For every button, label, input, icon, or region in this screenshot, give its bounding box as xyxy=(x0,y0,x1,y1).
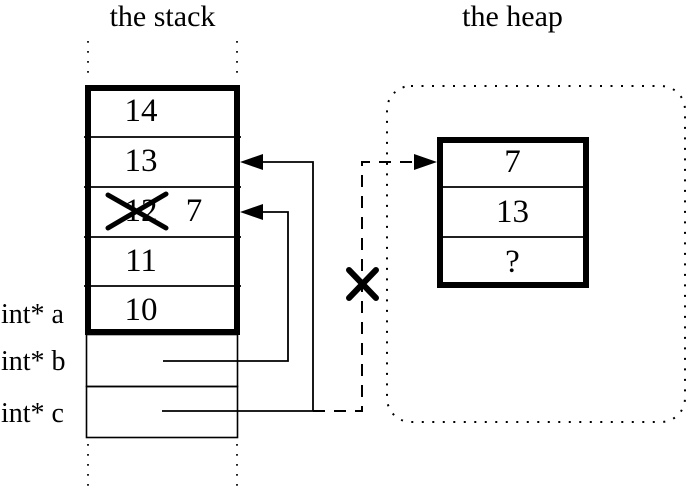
pointer-b-arrow xyxy=(163,204,289,362)
stack-cell-value: 13 xyxy=(124,143,158,179)
heap-cell-value: 7 xyxy=(504,144,521,180)
stack-column-dotted-guides xyxy=(87,41,238,488)
deleted-pointer-x-icon xyxy=(346,267,379,301)
dangling-pointer-dashed-arrow xyxy=(313,154,437,412)
arrowhead-left-icon xyxy=(240,204,263,220)
pointer-c-arrow xyxy=(162,154,314,412)
heap-cell-value: ? xyxy=(505,244,520,280)
stack-cell-dividers xyxy=(84,136,241,287)
heap-cell-dividers xyxy=(437,186,589,238)
stack-cell-replacement-value: 7 xyxy=(185,193,203,229)
arrowhead-right-icon xyxy=(414,154,437,170)
heap-region-dotted-border xyxy=(386,85,686,423)
arrowhead-left-icon xyxy=(240,154,263,170)
stack-cell-value: 14 xyxy=(124,93,158,129)
pointer-cell-c xyxy=(85,385,239,439)
heap-title: the heap xyxy=(462,0,563,33)
heap-block-box xyxy=(437,137,589,288)
stack-cell-value: 11 xyxy=(125,243,157,279)
stack-cell-value: 10 xyxy=(124,292,158,328)
heap-cell-value: 13 xyxy=(496,194,529,230)
stack-frame-box xyxy=(84,85,241,335)
pointer-label-c: int* c xyxy=(1,398,64,429)
crossed-out-value-x-icon xyxy=(105,191,169,231)
pointer-label-b: int* b xyxy=(1,346,66,377)
stack-title: the stack xyxy=(109,0,216,33)
pointer-label-a: int* a xyxy=(1,299,64,330)
